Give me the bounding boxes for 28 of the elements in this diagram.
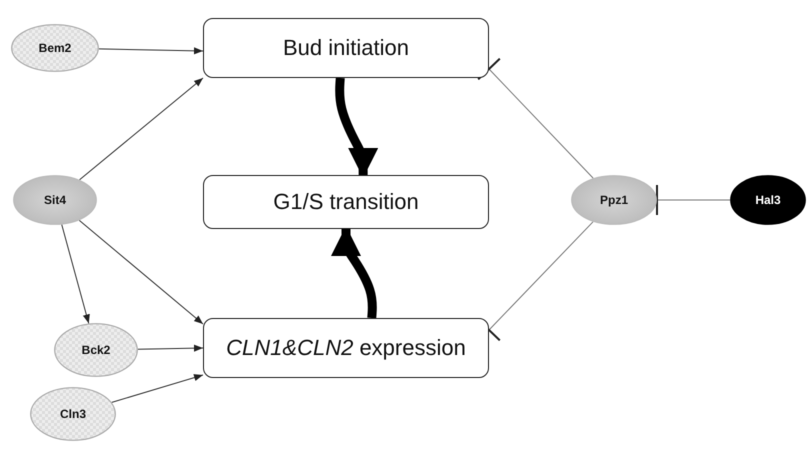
node-label: Bud initiation <box>283 35 409 61</box>
inhibition-line <box>656 184 730 216</box>
node-label: G1/S transition <box>273 189 419 215</box>
protein-ellipse <box>571 175 657 225</box>
node-label: Hal3 <box>755 193 781 207</box>
protein-ellipse <box>54 323 138 377</box>
curved-arrow <box>335 78 378 178</box>
node-label: Sit4 <box>44 193 66 207</box>
node-label: CLN1&CLN2 expression <box>226 335 466 361</box>
node-label: Bem2 <box>38 41 72 55</box>
protein-ellipse <box>30 387 116 441</box>
arrow <box>61 224 90 324</box>
process-box <box>203 18 489 78</box>
curved-arrow <box>331 226 377 318</box>
arrow <box>111 374 204 403</box>
protein-ellipse <box>13 175 97 225</box>
protein-ellipse <box>11 24 99 72</box>
node-label: Cln3 <box>60 407 86 421</box>
arrow <box>98 47 204 54</box>
protein-ellipse <box>730 175 806 225</box>
node-label: Ppz1 <box>600 193 628 207</box>
node-label: Bck2 <box>82 343 110 357</box>
inhibition-line <box>477 58 594 179</box>
arrow <box>79 78 204 180</box>
process-box <box>203 175 489 229</box>
process-box <box>203 318 489 378</box>
arrow <box>78 220 204 324</box>
arrow <box>137 344 204 352</box>
